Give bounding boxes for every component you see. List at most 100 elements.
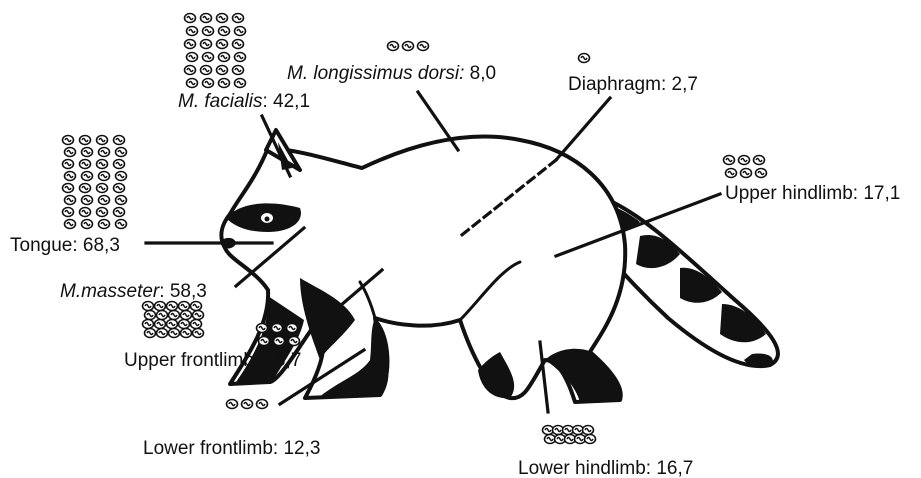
larva-cyst-icon [726, 169, 737, 178]
larva-cyst-icon [116, 196, 127, 205]
larva-cyst-icon [191, 302, 202, 311]
larva-cyst-icon [203, 27, 214, 36]
larva-cyst-icon [201, 40, 212, 49]
larva-cyst-icon [143, 320, 154, 329]
larva-cyst-icon [201, 14, 212, 23]
larva-cyst-icon [82, 172, 93, 181]
raccoon-illustration [221, 130, 778, 402]
larva-cyst-icon [203, 53, 214, 62]
larva-cyst-icon [187, 53, 198, 62]
larva-cyst-icon [99, 220, 110, 229]
larva-cyst-icon [579, 54, 590, 63]
larva-cyst-icon [80, 208, 91, 217]
larva-cyst-icon [99, 196, 110, 205]
larva-cyst-icon [82, 196, 93, 205]
larva-cyst-icon [97, 160, 108, 169]
larva-cyst-icon [403, 42, 414, 51]
larva-cyst-icon [185, 66, 196, 75]
label-upper-hindlimb: Upper hindlimb: 17,1 [725, 184, 900, 203]
label-facialis: M. facialis: 42,1 [178, 92, 310, 111]
larva-cyst-icon [116, 172, 127, 181]
larva-cyst-icon [82, 220, 93, 229]
larva-cyst-icon [97, 136, 108, 145]
larva-cyst-icon [187, 27, 198, 36]
larva-cyst-icon [179, 302, 190, 311]
raccoon-pupil [265, 217, 270, 222]
larva-cyst-icon [155, 302, 166, 311]
parasite-cluster-lower-hindlimb [543, 426, 596, 444]
larva-cyst-icon [185, 14, 196, 23]
larva-cyst-icon [739, 156, 750, 165]
larva-cyst-icon [80, 136, 91, 145]
larva-cyst-icon [97, 208, 108, 217]
larva-cyst-icon [167, 302, 178, 311]
larva-cyst-icon [65, 172, 76, 181]
larva-cyst-icon [145, 329, 156, 338]
larva-cyst-icon [143, 302, 154, 311]
larva-cyst-icon [80, 184, 91, 193]
larva-cyst-icon [219, 53, 230, 62]
larva-cyst-icon [63, 208, 74, 217]
larva-cyst-icon [65, 220, 76, 229]
larva-cyst-icon [157, 329, 168, 338]
larva-cyst-icon [287, 324, 298, 333]
label-masseter: M.masseter: 58,3 [60, 282, 207, 301]
label-tongue: Tongue: 68,3 [10, 236, 120, 255]
larva-cyst-icon [274, 337, 285, 346]
larva-cyst-icon [114, 160, 125, 169]
larva-cyst-icon [217, 40, 228, 49]
larva-cyst-icon [63, 160, 74, 169]
larva-cyst-icon [181, 329, 192, 338]
larva-cyst-icon [233, 66, 244, 75]
label-longissimus-dorsi: M. longissimus dorsi: 8,0 [287, 64, 496, 83]
larva-cyst-icon [724, 156, 735, 165]
larva-cyst-icon [741, 169, 752, 178]
larva-cyst-icon [181, 311, 192, 320]
larva-cyst-icon [388, 42, 399, 51]
larva-cyst-icon [157, 311, 168, 320]
larva-cyst-icon [235, 27, 246, 36]
parasite-cluster-facialis [185, 14, 246, 88]
larva-cyst-icon [65, 196, 76, 205]
larva-cyst-icon [227, 400, 238, 409]
larva-cyst-icon [179, 320, 190, 329]
parasite-cluster-upper-hindlimb [724, 156, 767, 178]
larva-cyst-icon [169, 329, 180, 338]
larva-cyst-icon [169, 311, 180, 320]
larva-cyst-icon [167, 320, 178, 329]
larva-cyst-icon [99, 148, 110, 157]
larva-cyst-icon [185, 40, 196, 49]
larva-cyst-icon [242, 400, 253, 409]
larva-cyst-icon [583, 426, 594, 435]
larva-cyst-icon [235, 79, 246, 88]
larva-cyst-icon [418, 42, 429, 51]
larva-cyst-icon [217, 66, 228, 75]
leader-diaphragm [556, 98, 610, 160]
larva-cyst-icon [63, 184, 74, 193]
larva-cyst-icon [219, 79, 230, 88]
larva-cyst-icon [217, 14, 228, 23]
larva-cyst-icon [219, 27, 230, 36]
larva-cyst-icon [97, 184, 108, 193]
larva-cyst-icon [114, 136, 125, 145]
larva-cyst-icon [257, 400, 268, 409]
label-lower-frontlimb: Lower frontlimb: 12,3 [143, 439, 320, 458]
larva-cyst-icon [99, 172, 110, 181]
parasite-cluster-masseter [143, 302, 204, 338]
larva-cyst-icon [80, 160, 91, 169]
parasite-cluster-lower-frontlimb [227, 400, 268, 409]
parasite-cluster-longissimus [388, 42, 429, 51]
larva-cyst-icon [193, 311, 204, 320]
larva-cyst-icon [193, 329, 204, 338]
larva-cyst-icon [114, 208, 125, 217]
larva-cyst-icon [235, 53, 246, 62]
larva-cyst-icon [233, 14, 244, 23]
larva-cyst-icon [257, 324, 268, 333]
parasite-cluster-diaphragm [579, 54, 590, 63]
larva-cyst-icon [754, 156, 765, 165]
larva-cyst-icon [259, 337, 270, 346]
larva-cyst-icon [155, 320, 166, 329]
larva-cyst-icon [756, 169, 767, 178]
larva-cyst-icon [289, 337, 300, 346]
parasite-cluster-tongue [63, 136, 127, 229]
